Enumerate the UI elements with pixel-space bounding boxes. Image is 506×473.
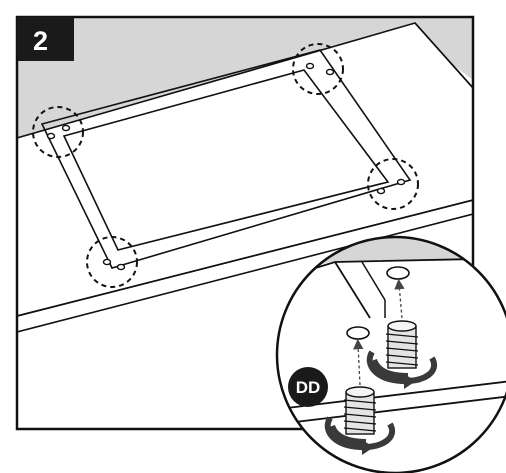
- panel-bottom-edge: [17, 213, 473, 333]
- threaded-insert-icon: [324, 386, 395, 455]
- screw-hole: [325, 68, 335, 76]
- insert-body: [345, 391, 375, 435]
- thread-line: [385, 347, 419, 352]
- rotate-arrow-front: [371, 358, 409, 379]
- detail-circle-outline: [275, 235, 506, 473]
- screw-hole: [305, 62, 315, 70]
- target-hole: [386, 266, 410, 280]
- detail-front-edge-lower: [277, 394, 506, 426]
- thread-line: [385, 333, 419, 338]
- thread-line: [343, 406, 377, 411]
- illustration-frame: [15, 15, 475, 431]
- step-badge: 2: [17, 17, 74, 61]
- corner-highlights: [32, 43, 419, 288]
- corner-holes: [46, 62, 406, 271]
- part-label-badge: DD: [288, 367, 328, 407]
- corner-highlight-circle: [367, 158, 419, 210]
- corner-highlight-circle: [292, 43, 344, 95]
- thread-line: [343, 427, 377, 432]
- rotate-arrow-icon: [324, 416, 395, 451]
- step-number: 2: [33, 26, 48, 56]
- part-label: DD: [296, 378, 321, 397]
- screw-hole: [396, 178, 406, 186]
- detail-recess-edge-inner: [361, 261, 386, 318]
- insert-body: [387, 325, 417, 369]
- insert-top: [345, 386, 375, 398]
- thread-line: [385, 361, 419, 366]
- panel-top-surface: [17, 22, 473, 317]
- panel-side-edge: [414, 22, 473, 89]
- insert-direction-arrow: [353, 338, 364, 386]
- detail-recess-edge: [334, 261, 371, 319]
- panel-front-edge: [17, 199, 473, 317]
- screw-hole: [116, 263, 126, 271]
- thread-line: [343, 413, 377, 418]
- rotate-arrow-front: [329, 424, 367, 445]
- thread-line: [385, 354, 419, 359]
- corner-highlight-circle: [32, 106, 84, 158]
- target-hole: [346, 326, 370, 340]
- corner-highlight-circle: [86, 236, 138, 288]
- screw-hole: [376, 187, 386, 195]
- part-label-circle: [288, 367, 328, 407]
- rotate-arrow-icon: [366, 350, 437, 385]
- recess-inner: [62, 69, 390, 251]
- recess-outer: [40, 49, 412, 269]
- panel-scene: [17, 17, 473, 429]
- screw-hole: [102, 258, 112, 266]
- threaded-insert-icon: [366, 320, 437, 389]
- thread-line: [343, 399, 377, 404]
- screw-hole: [61, 124, 71, 132]
- thread-line: [385, 340, 419, 345]
- insert-direction-arrow: [394, 278, 405, 319]
- thread-line: [343, 420, 377, 425]
- insert-top: [387, 320, 417, 332]
- screw-hole: [46, 132, 56, 140]
- step-badge-box: [17, 17, 74, 61]
